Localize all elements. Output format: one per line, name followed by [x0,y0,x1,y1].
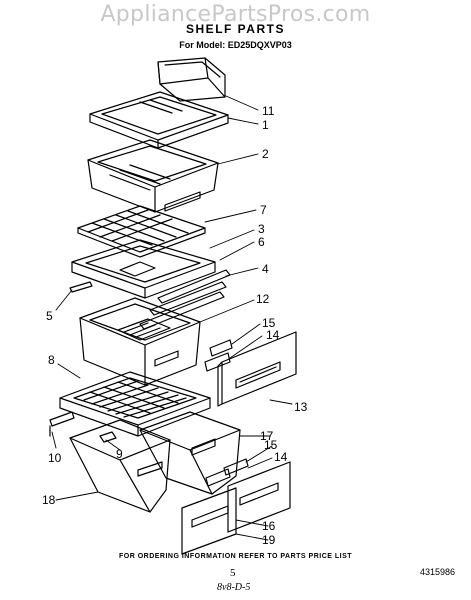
page-number: 5 [230,567,236,579]
callout-14b: 14 [274,450,288,464]
callout-19: 19 [262,533,276,547]
callout-12: 12 [256,292,270,306]
callout-1: 1 [262,118,269,132]
part-lower-clips [205,458,249,487]
callout-15: 15 [262,316,276,330]
callout-14: 14 [266,328,280,342]
part-left-crisper-pan [69,419,171,513]
part-crisper-pan [79,297,201,386]
model-label: For Model: ED25DQXVP03 [179,40,292,50]
callout-13: 13 [294,400,308,414]
callout-10: 10 [48,451,62,465]
callout-11: 11 [262,104,275,118]
callout-numbers: 11 1 2 7 3 6 4 5 12 15 14 8 13 10 9 17 1… [42,104,308,547]
handwritten-code: 8v8-D-5 [217,582,251,593]
part-right-crisper-pan [139,411,241,495]
diagram-title: SHELF PARTS [186,22,285,36]
callout-leaders [51,95,293,541]
callout-6: 6 [258,235,265,249]
part-door-bin [157,57,226,102]
document-number: 4315986 [420,567,456,577]
part-drawer-front-upper [204,331,297,407]
part-side-rail [49,411,75,437]
callout-9: 9 [116,447,123,461]
part-cover-frame [71,239,216,299]
callout-16: 16 [262,519,276,533]
part-deli-drawer [87,139,219,213]
callout-18: 18 [42,493,56,507]
callout-15b: 15 [264,438,278,452]
ordering-note: FOR ORDERING INFORMATION REFER TO PARTS … [118,553,353,560]
callout-8: 8 [48,353,55,367]
callout-2: 2 [262,147,269,161]
part-lower-drawer-fronts [181,461,291,555]
part-lower-crisper-cover [59,371,211,437]
callout-3: 3 [258,222,265,236]
part-glass-shelf [89,91,229,149]
callout-17: 17 [260,429,274,443]
callout-7: 7 [260,203,267,217]
callout-4: 4 [262,262,269,276]
part-crisper-cover [77,205,206,258]
watermark-text: AppliancePartsPros.com [100,2,371,27]
callout-5: 5 [46,309,53,323]
